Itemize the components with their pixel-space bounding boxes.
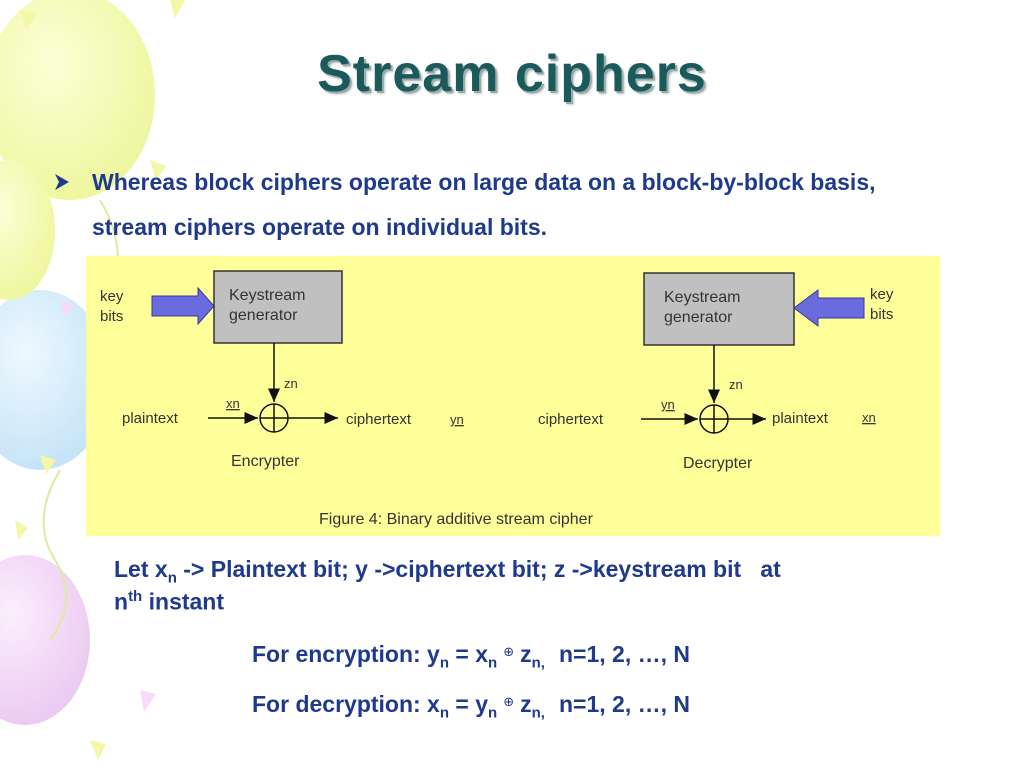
- z-label: zn: [729, 377, 743, 392]
- definition-text: Let x: [114, 556, 168, 582]
- x-output-label: xn: [862, 410, 876, 425]
- confetti-shape: [60, 300, 74, 318]
- subscript: n,: [531, 704, 545, 722]
- formula-text: For decryption: x: [252, 691, 440, 717]
- definition-text: instant: [142, 588, 225, 615]
- encryption-formula: For encryption: yn = xn⊕zn,n=1, 2, …, N: [252, 641, 690, 672]
- decrypter-caption: Decrypter: [683, 455, 753, 472]
- y-output-label: yn: [450, 412, 464, 427]
- confetti-shape: [170, 0, 185, 18]
- formula-text: z: [520, 691, 532, 717]
- definition-line: Let xn -> Plaintext bit; y ->ciphertext …: [114, 556, 954, 587]
- y-label: yn: [661, 397, 675, 412]
- slide-title: Stream ciphers: [317, 45, 707, 103]
- subscript: n,: [531, 654, 545, 672]
- subscript: n: [167, 569, 177, 587]
- decryption-formula: For decryption: xn = yn⊕zn,n=1, 2, …, N: [252, 691, 690, 722]
- z-label: zn: [284, 376, 298, 391]
- balloon-blue: [0, 290, 110, 470]
- arrow-bullet-icon: [55, 174, 69, 190]
- balloon-yellow-left: [0, 160, 55, 300]
- keystream-generator-box: [213, 270, 343, 344]
- formula-range: n=1, 2, …, N: [558, 641, 690, 667]
- confetti-shape: [15, 520, 28, 540]
- formula-range: n=1, 2, …, N: [558, 691, 690, 717]
- key-bits-arrow: [151, 286, 215, 326]
- encrypter-diagram: key bits Keystream generator zn xn plain…: [100, 270, 464, 470]
- generator-label: generator: [664, 309, 733, 326]
- subscript: n: [488, 704, 498, 722]
- balloon-yellow-top: [0, 0, 155, 200]
- figure-caption: Figure 4: Binary additive stream cipher: [319, 511, 594, 528]
- x-label: xn: [226, 396, 240, 411]
- subscript: n: [488, 654, 498, 672]
- confetti-shape: [20, 10, 38, 28]
- key-label: key: [870, 286, 894, 303]
- keystream-generator-box: [643, 272, 795, 346]
- definition-line-2: nth instant: [114, 588, 224, 616]
- xor-symbol: ⊕: [503, 644, 515, 659]
- formula-text: = x: [449, 641, 489, 667]
- balloon-pink: [0, 555, 90, 725]
- confetti-shape: [140, 690, 156, 712]
- key-bits-arrow: [793, 289, 865, 327]
- generator-label: Keystream: [229, 287, 305, 304]
- xor-symbol: ⊕: [503, 694, 515, 709]
- subscript: n: [439, 704, 450, 722]
- bits-label: bits: [870, 306, 893, 323]
- ciphertext-input-label: ciphertext: [538, 411, 604, 428]
- decrypter-diagram: Keystream generator key bits zn yn ciphe…: [538, 272, 894, 472]
- confetti-shape: [40, 455, 56, 474]
- subscript: n: [439, 654, 450, 672]
- definition-text: -> Plaintext bit; y ->ciphertext bit; z …: [176, 556, 781, 582]
- bullet-text: Whereas block ciphers operate on large d…: [92, 169, 876, 240]
- generator-label: generator: [229, 307, 298, 324]
- formula-text: z: [520, 641, 532, 667]
- definition-text: n: [114, 588, 129, 615]
- balloon-string: [42, 469, 68, 641]
- formula-text: = y: [449, 691, 489, 717]
- confetti-shape: [34, 240, 52, 262]
- cipher-diagram: key bits Keystream generator zn xn plain…: [86, 256, 940, 536]
- formula-text: For encryption: y: [252, 641, 440, 667]
- ciphertext-output-label: ciphertext: [346, 411, 412, 428]
- key-label: key: [100, 288, 124, 305]
- confetti-shape: [90, 740, 106, 760]
- generator-label: Keystream: [664, 289, 740, 306]
- superscript: th: [128, 588, 143, 605]
- confetti-shape: [150, 160, 166, 180]
- bits-label: bits: [100, 308, 123, 325]
- plaintext-input-label: plaintext: [122, 410, 179, 427]
- plaintext-output-label: plaintext: [772, 410, 829, 427]
- encrypter-caption: Encrypter: [231, 453, 300, 470]
